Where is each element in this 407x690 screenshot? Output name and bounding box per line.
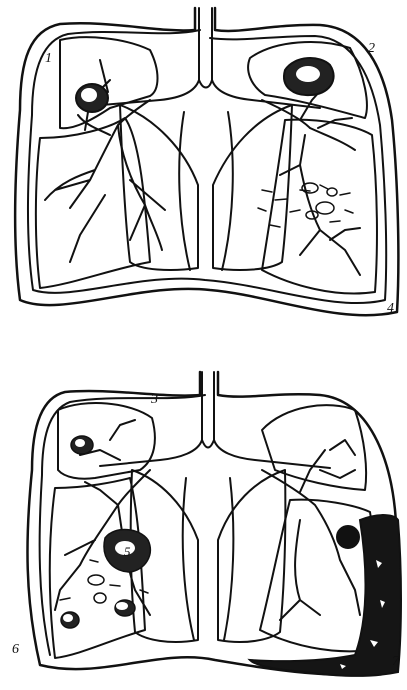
- label-6: 6: [12, 643, 19, 657]
- top-lungs-figure: [15, 8, 398, 315]
- label-5: 5: [124, 545, 131, 558]
- top-left-lung-lobe: [60, 37, 158, 128]
- top-chest-outline: [15, 8, 398, 315]
- label-3: 3: [151, 393, 158, 407]
- bottom-lungs-figure: [27, 372, 398, 675]
- bottom-right-cavity: [337, 526, 359, 548]
- label-2: 2: [368, 42, 375, 56]
- bottom-trachea: [100, 372, 202, 466]
- pleural-effusion: [250, 515, 401, 676]
- label-7: 7: [392, 655, 399, 669]
- label-4: 4: [387, 302, 394, 316]
- label-1: 1: [45, 52, 52, 66]
